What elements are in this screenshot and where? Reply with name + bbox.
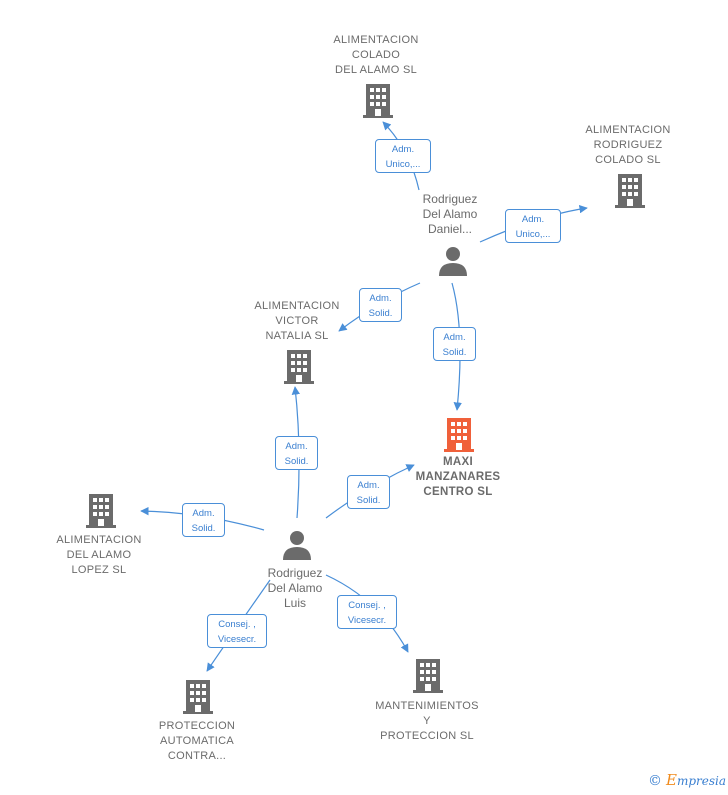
building-icon [363, 84, 393, 118]
building-icon [284, 350, 314, 384]
relation-badge: Adm. Solid. [275, 436, 318, 470]
company-label[interactable]: ALIMENTACION COLADO DEL ALAMO SL [333, 34, 419, 76]
copyright-symbol: © [647, 773, 662, 789]
company-label[interactable]: PROTECCION AUTOMATICA CONTRA... [158, 720, 236, 762]
empresia-logo[interactable]: ©Empresia [648, 771, 726, 789]
person-label[interactable]: Rodriguez Del Alamo Luis [267, 566, 323, 610]
brand-name: mpresia [676, 774, 726, 788]
relation-badge: Consej. , Vicesecr. [207, 614, 267, 648]
person-icon [283, 531, 311, 560]
relation-badge: Adm. Unico,... [505, 209, 561, 243]
person-label[interactable]: Rodriguez Del Alamo Daniel... [422, 192, 478, 236]
company-label-main[interactable]: MAXI MANZANARES CENTRO SL [415, 456, 501, 498]
building-icon [615, 174, 645, 208]
company-label[interactable]: MANTENIMIENTOS Y PROTECCION SL [375, 700, 479, 742]
brand-initial: E [665, 771, 677, 789]
building-icon [86, 494, 116, 528]
relation-badge: Adm. Unico,... [375, 139, 431, 173]
relation-badge: Adm. Solid. [359, 288, 402, 322]
company-label[interactable]: ALIMENTACION DEL ALAMO LOPEZ SL [56, 534, 142, 576]
person-icon [439, 247, 467, 276]
building-icon [413, 659, 443, 693]
building-icon-main [444, 418, 474, 452]
relation-badge: Consej. , Vicesecr. [337, 595, 397, 629]
company-label[interactable]: ALIMENTACION VICTOR NATALIA SL [254, 300, 340, 342]
building-icon [183, 680, 213, 714]
relation-badge: Adm. Solid. [347, 475, 390, 509]
company-label[interactable]: ALIMENTACION RODRIGUEZ COLADO SL [585, 124, 671, 166]
relation-badge: Adm. Solid. [182, 503, 225, 537]
relation-badge: Adm. Solid. [433, 327, 476, 361]
